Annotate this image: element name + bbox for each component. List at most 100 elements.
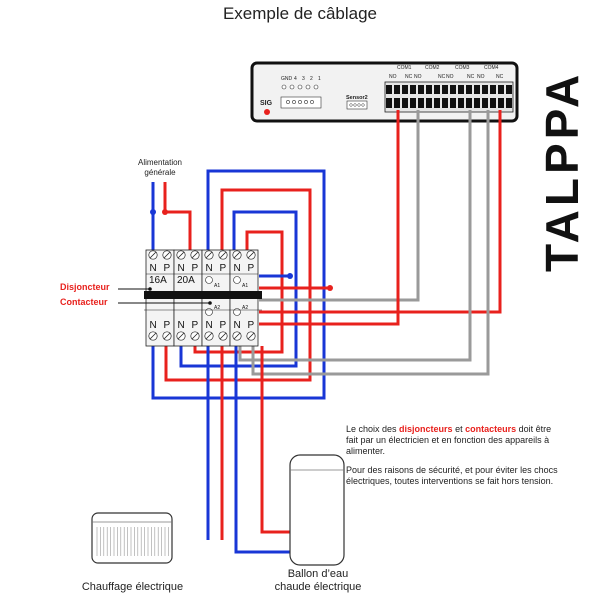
water-boiler	[289, 454, 345, 566]
terminal-slot	[434, 98, 440, 108]
terminal-slot	[506, 98, 512, 108]
gnd-header-labels: GND 4 3 2 1	[281, 76, 321, 82]
coil-screw-a1	[233, 276, 241, 284]
relay-terminal-strip	[384, 81, 514, 113]
term-nc-4: NC	[496, 74, 504, 80]
com3-label: COM3	[455, 65, 470, 71]
terminal-slot	[402, 98, 408, 108]
notice-paragraph-2: Pour des raisons de sécurité, et pour év…	[346, 465, 558, 486]
sig-led	[264, 109, 270, 115]
terminal-slot	[442, 98, 448, 108]
screw-slot	[233, 251, 241, 259]
sensor2-label: Sensor2	[346, 95, 368, 101]
heater-caption: Chauffage électrique	[81, 581, 184, 593]
com4-signal-wire	[251, 110, 490, 376]
terminal-slot	[418, 98, 424, 108]
terminal-label-bottom: P	[248, 320, 255, 331]
screw-slot	[177, 332, 185, 340]
pin-4-label: 4	[294, 76, 297, 82]
breaker-rating: 16A	[149, 275, 167, 286]
term-no-4: NO	[477, 74, 485, 80]
terminal-slot	[498, 98, 504, 108]
terminal-screw	[402, 85, 408, 94]
term-nc-2: NC	[438, 74, 446, 80]
boiler-caption-line1: Ballon d’eau	[287, 568, 349, 580]
terminal-label-top: P	[164, 263, 171, 274]
term-no-2: NO	[414, 74, 422, 80]
screw-slot	[219, 332, 227, 340]
screw-slot	[149, 332, 157, 340]
term-no-1: NO	[389, 74, 397, 80]
com3-signal-wire	[238, 110, 472, 362]
brand-text: TALPPA	[536, 71, 588, 272]
terminal-slot	[482, 98, 488, 108]
terminal-screw	[442, 85, 448, 94]
terminal-screw	[386, 85, 392, 94]
boiler-caption: Ballon d’eau chaude électrique	[258, 568, 378, 594]
breaker-label: Disjoncteur	[60, 282, 110, 292]
terminal-screw	[394, 85, 400, 94]
screw-slot	[247, 251, 255, 259]
terminal-screw	[466, 85, 472, 94]
electric-heater	[91, 512, 173, 564]
pin-3-label: 3	[302, 76, 305, 82]
terminal-slot	[466, 98, 472, 108]
breaker-rating: 20A	[177, 275, 195, 286]
din-rail-bar	[144, 291, 262, 299]
gnd-header-pins	[281, 84, 319, 90]
terminal-label-top: N	[206, 263, 213, 274]
safety-notice: Le choix des disjoncteurs et contacteurs…	[346, 424, 564, 495]
terminal-screw	[458, 85, 464, 94]
screw-slot	[177, 251, 185, 259]
screw-slot	[163, 332, 171, 340]
term-no-3: NO	[446, 74, 454, 80]
junction-dots	[150, 209, 293, 279]
supply-live-wire	[163, 182, 192, 250]
terminal-slot	[426, 98, 432, 108]
term-nc-3: NC	[467, 74, 475, 80]
terminal-label-top: P	[248, 263, 255, 274]
terminal-label-bottom: P	[192, 320, 199, 331]
terminal-screw	[474, 85, 480, 94]
screw-slot	[233, 332, 241, 340]
screw-slot	[205, 251, 213, 259]
terminal-screw	[434, 85, 440, 94]
neutral-loop-wire	[151, 169, 326, 400]
power-supply-label: Alimentation générale	[137, 158, 183, 177]
terminal-screw	[490, 85, 496, 94]
com2-label: COM2	[425, 65, 440, 71]
coil-screw-a2	[233, 308, 241, 316]
terminal-label-bottom: N	[178, 320, 185, 331]
screw-slot	[191, 251, 199, 259]
sig-label: SIG	[260, 100, 273, 107]
terminal-screw	[482, 85, 488, 94]
terminal-screw	[506, 85, 512, 94]
boiler-caption-line2: chaude électrique	[274, 581, 362, 593]
coil-screw-a2	[205, 308, 213, 316]
com1-signal-wire	[259, 110, 420, 302]
terminal-screw	[418, 85, 424, 94]
brand-logo: TALPPA	[536, 71, 588, 272]
screw-slot	[219, 251, 227, 259]
screw-slot	[149, 251, 157, 259]
terminal-label-bottom: N	[234, 320, 241, 331]
terminal-screw	[450, 85, 456, 94]
coil-label-a2: A2	[214, 305, 220, 311]
terminal-screw	[410, 85, 416, 94]
terminal-slot	[386, 98, 392, 108]
com1-live-wire	[259, 110, 400, 326]
coil-screw-a1	[205, 276, 213, 284]
terminal-label-top: P	[192, 263, 199, 274]
terminal-screw	[498, 85, 504, 94]
terminal-label-bottom: N	[206, 320, 213, 331]
terminal-slot	[458, 98, 464, 108]
notice-paragraph-1: Le choix des disjoncteurs et contacteurs…	[346, 424, 552, 456]
pin-2-label: 2	[310, 76, 313, 82]
terminal-slot	[410, 98, 416, 108]
pin-1-label: 1	[318, 76, 321, 82]
com1-label: COM1	[397, 65, 412, 71]
screw-slot	[247, 332, 255, 340]
terminal-slot	[394, 98, 400, 108]
